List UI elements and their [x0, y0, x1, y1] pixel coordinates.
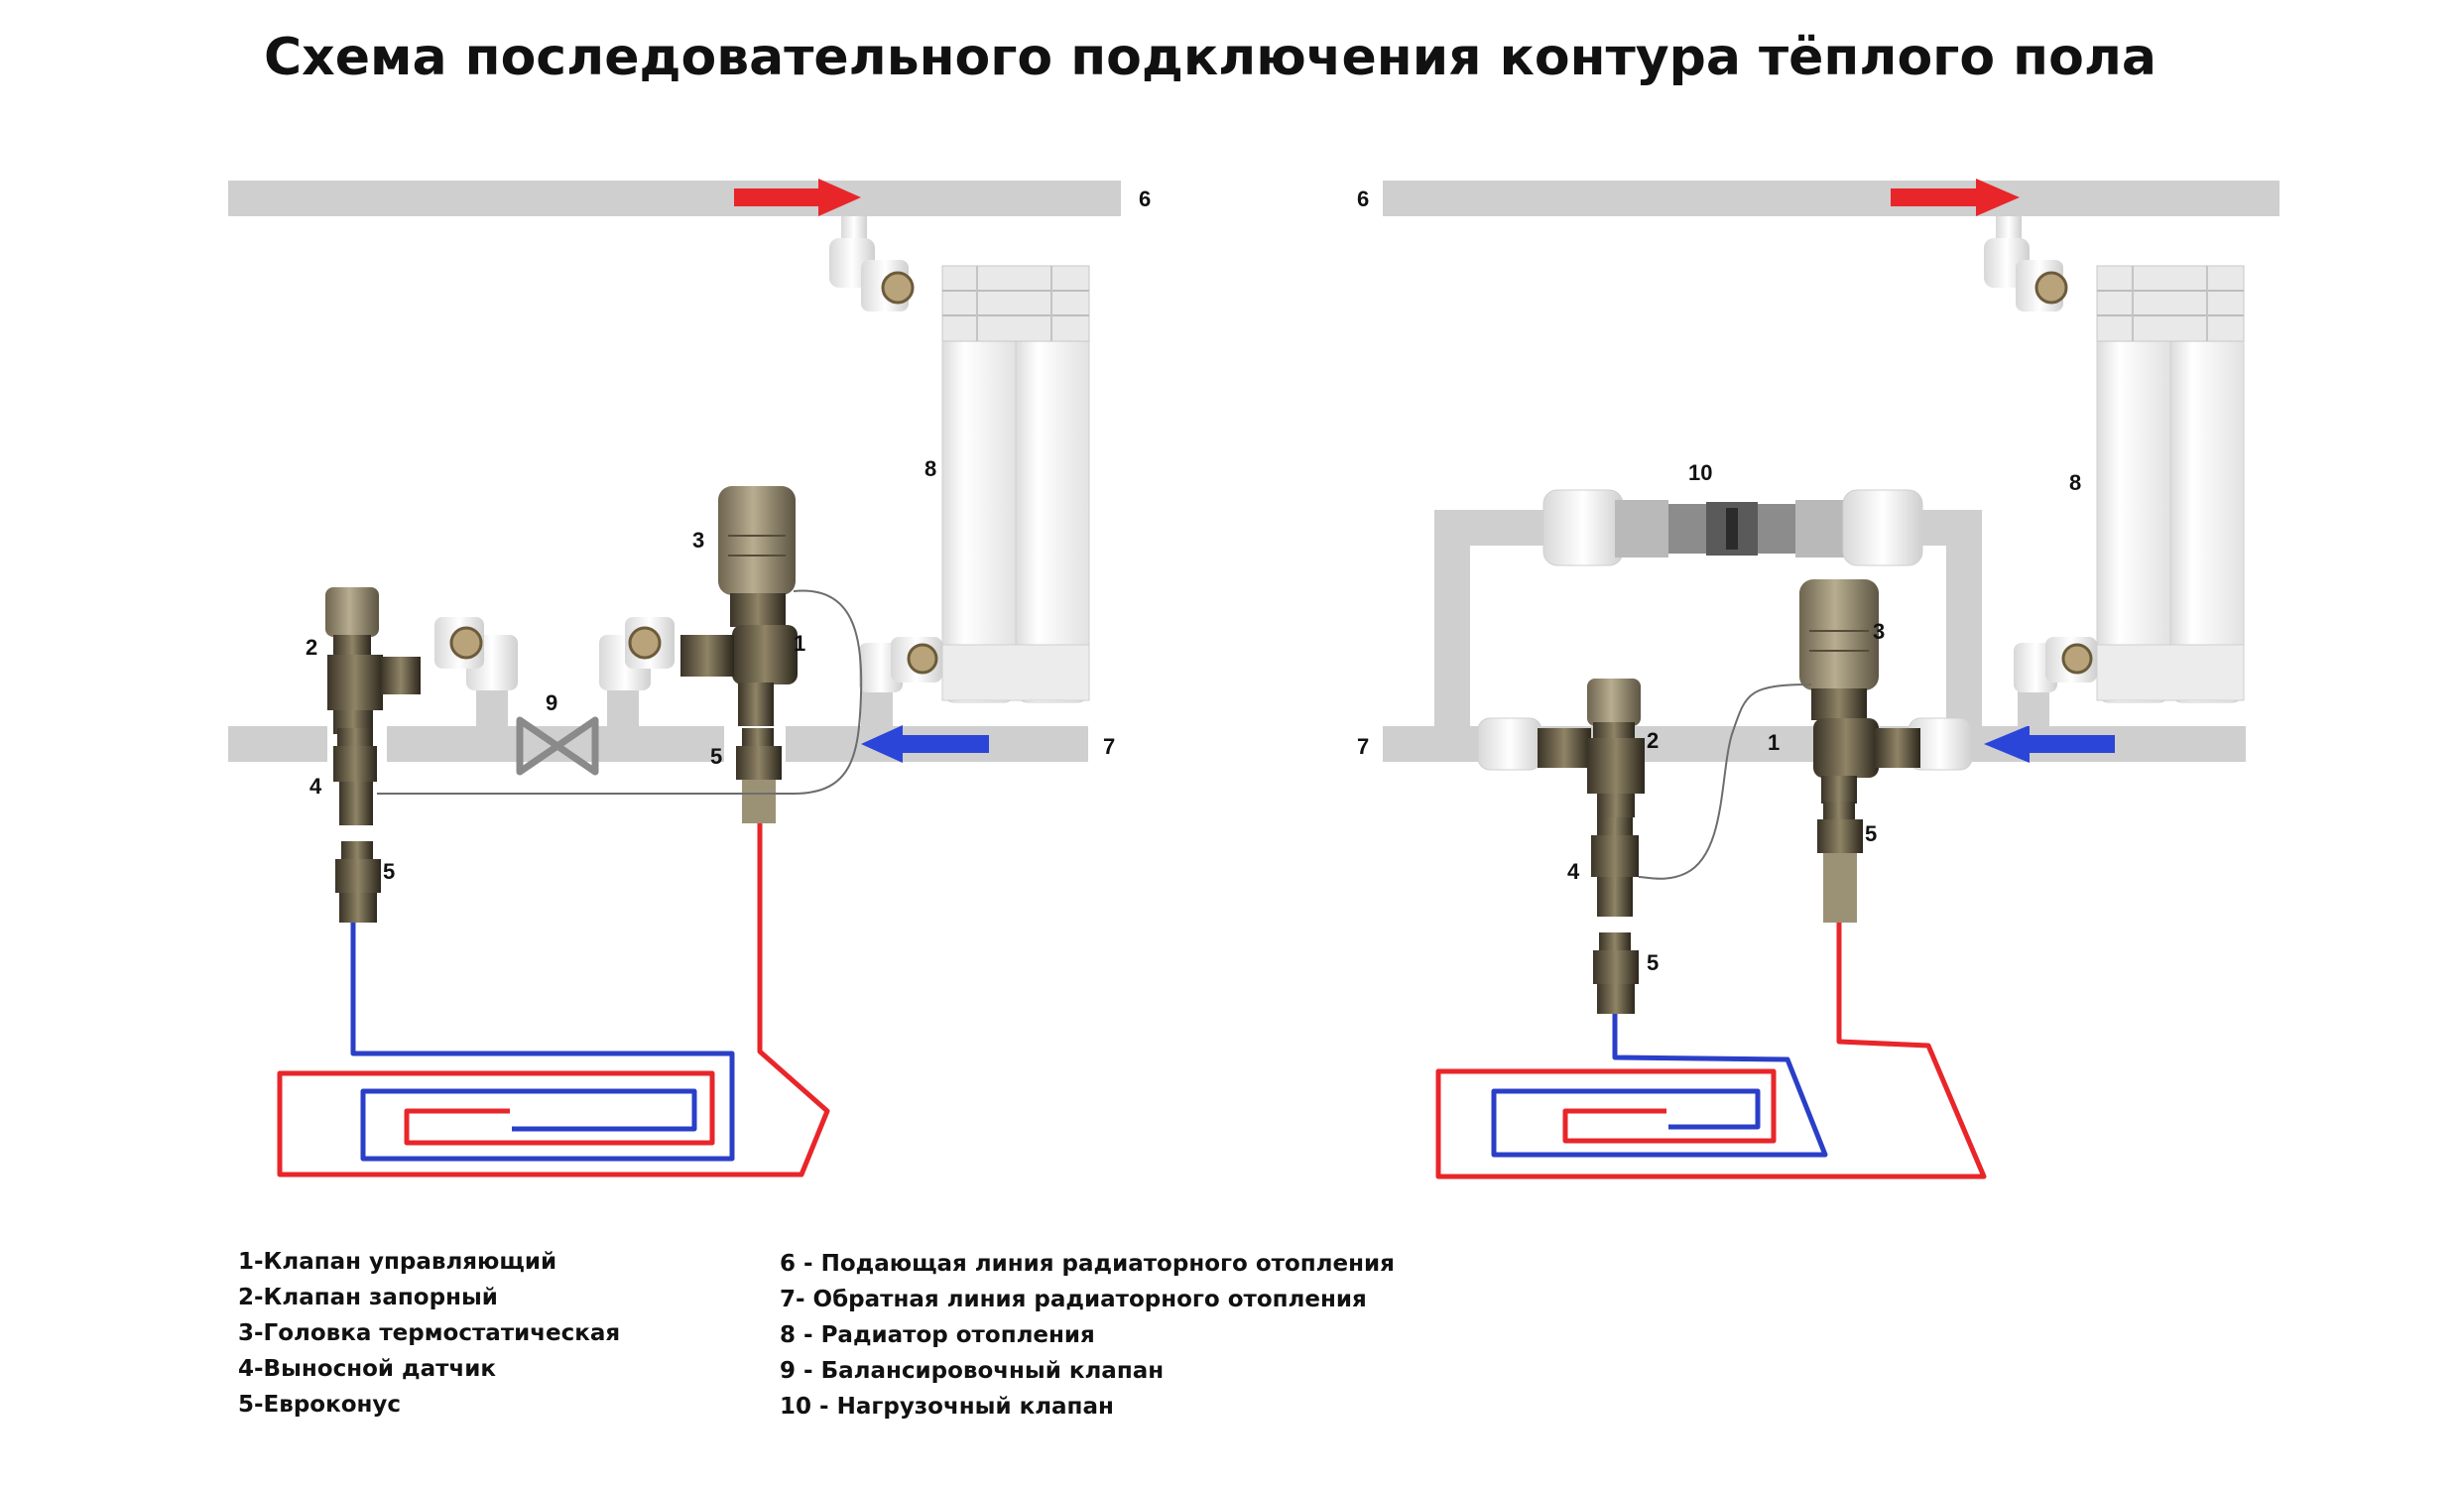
label-6: 6 [1139, 186, 1151, 211]
supply-arrow-icon [1891, 179, 2020, 216]
supply-arrow-icon [734, 179, 861, 216]
legend-item: 5-Евроконус [238, 1392, 402, 1418]
label-5: 5 [1647, 950, 1659, 975]
label-1: 1 [1768, 730, 1780, 755]
shutoff-valve [1538, 679, 1645, 817]
elbow-fitting-icon [859, 637, 942, 726]
label-8: 8 [2069, 470, 2081, 495]
return-pipe [228, 726, 327, 762]
left-diagram: 6 7 8 9 2 4 5 5 3 1 [228, 179, 1151, 1178]
radiator-icon [2096, 265, 2245, 703]
label-6: 6 [1357, 186, 1369, 211]
legend-item: 1-Клапан управляющий [238, 1249, 557, 1275]
capillary-tube [377, 589, 863, 795]
euroconus-icon [1817, 802, 1863, 923]
euroconus-icon [736, 728, 782, 823]
elbow-fitting-icon [434, 617, 518, 690]
return-arrow-icon [861, 725, 989, 763]
supply-pipe [1383, 181, 2279, 216]
page-title: Схема последовательного подключения конт… [263, 28, 2156, 87]
load-valve-icon [1542, 489, 1923, 566]
legend-item: 9 - Балансировочный клапан [780, 1358, 1165, 1384]
thermostatic-head-icon [1799, 579, 1879, 690]
label-5: 5 [710, 744, 722, 769]
label-5: 5 [1865, 821, 1877, 846]
legend-item: 7- Обратная линия радиаторного отопления [780, 1287, 1367, 1312]
label-4: 4 [309, 774, 322, 799]
shutoff-valve [325, 587, 421, 734]
label-3: 3 [692, 528, 704, 553]
legend-right: 6 - Подающая линия радиаторного отоплени… [780, 1246, 1395, 1425]
legend-item: 4-Выносной датчик [238, 1356, 496, 1382]
label-2: 2 [306, 635, 317, 660]
elbow-fitting-icon [1984, 216, 2068, 311]
label-3: 3 [1873, 619, 1885, 644]
legend-item: 6 - Подающая линия радиаторного отоплени… [780, 1251, 1395, 1277]
elbow-fitting-icon [599, 617, 675, 690]
label-1: 1 [794, 631, 805, 656]
elbow-fitting-icon [2014, 637, 2097, 726]
label-10: 10 [1688, 460, 1712, 485]
legend-item: 2-Клапан запорный [238, 1285, 498, 1310]
legend-left: 1-Клапан управляющий 2-Клапан запорный 3… [238, 1244, 620, 1423]
remote-sensor-icon [333, 728, 377, 825]
label-7: 7 [1357, 734, 1369, 759]
supply-pipe [228, 181, 1121, 216]
label-5: 5 [383, 859, 395, 884]
floor-heating-loop [277, 823, 830, 1178]
remote-sensor-icon [1591, 817, 1639, 917]
capillary-tube [1638, 683, 1812, 880]
label-7: 7 [1103, 734, 1115, 759]
legend-item: 3-Головка термостатическая [238, 1320, 621, 1346]
elbow-fitting-icon [829, 216, 915, 311]
label-4: 4 [1567, 859, 1580, 884]
control-valve [680, 593, 798, 726]
balancing-valve-icon [516, 716, 599, 776]
label-8: 8 [924, 456, 936, 481]
legend-item: 10 - Нагрузочный клапан [780, 1394, 1114, 1420]
return-arrow-icon [1984, 725, 2115, 763]
euroconus-icon [335, 841, 381, 923]
control-valve [1811, 688, 1920, 804]
thermostatic-head-icon [718, 486, 796, 595]
floor-heating-loop [1435, 923, 1987, 1179]
euroconus-icon [1593, 932, 1639, 1014]
label-9: 9 [546, 690, 557, 715]
legend-item: 8 - Радиатор отопления [780, 1322, 1095, 1348]
radiator-icon [941, 265, 1090, 703]
label-2: 2 [1647, 728, 1659, 753]
right-diagram: 6 7 8 10 3 1 2 4 5 5 [1357, 179, 2279, 1179]
